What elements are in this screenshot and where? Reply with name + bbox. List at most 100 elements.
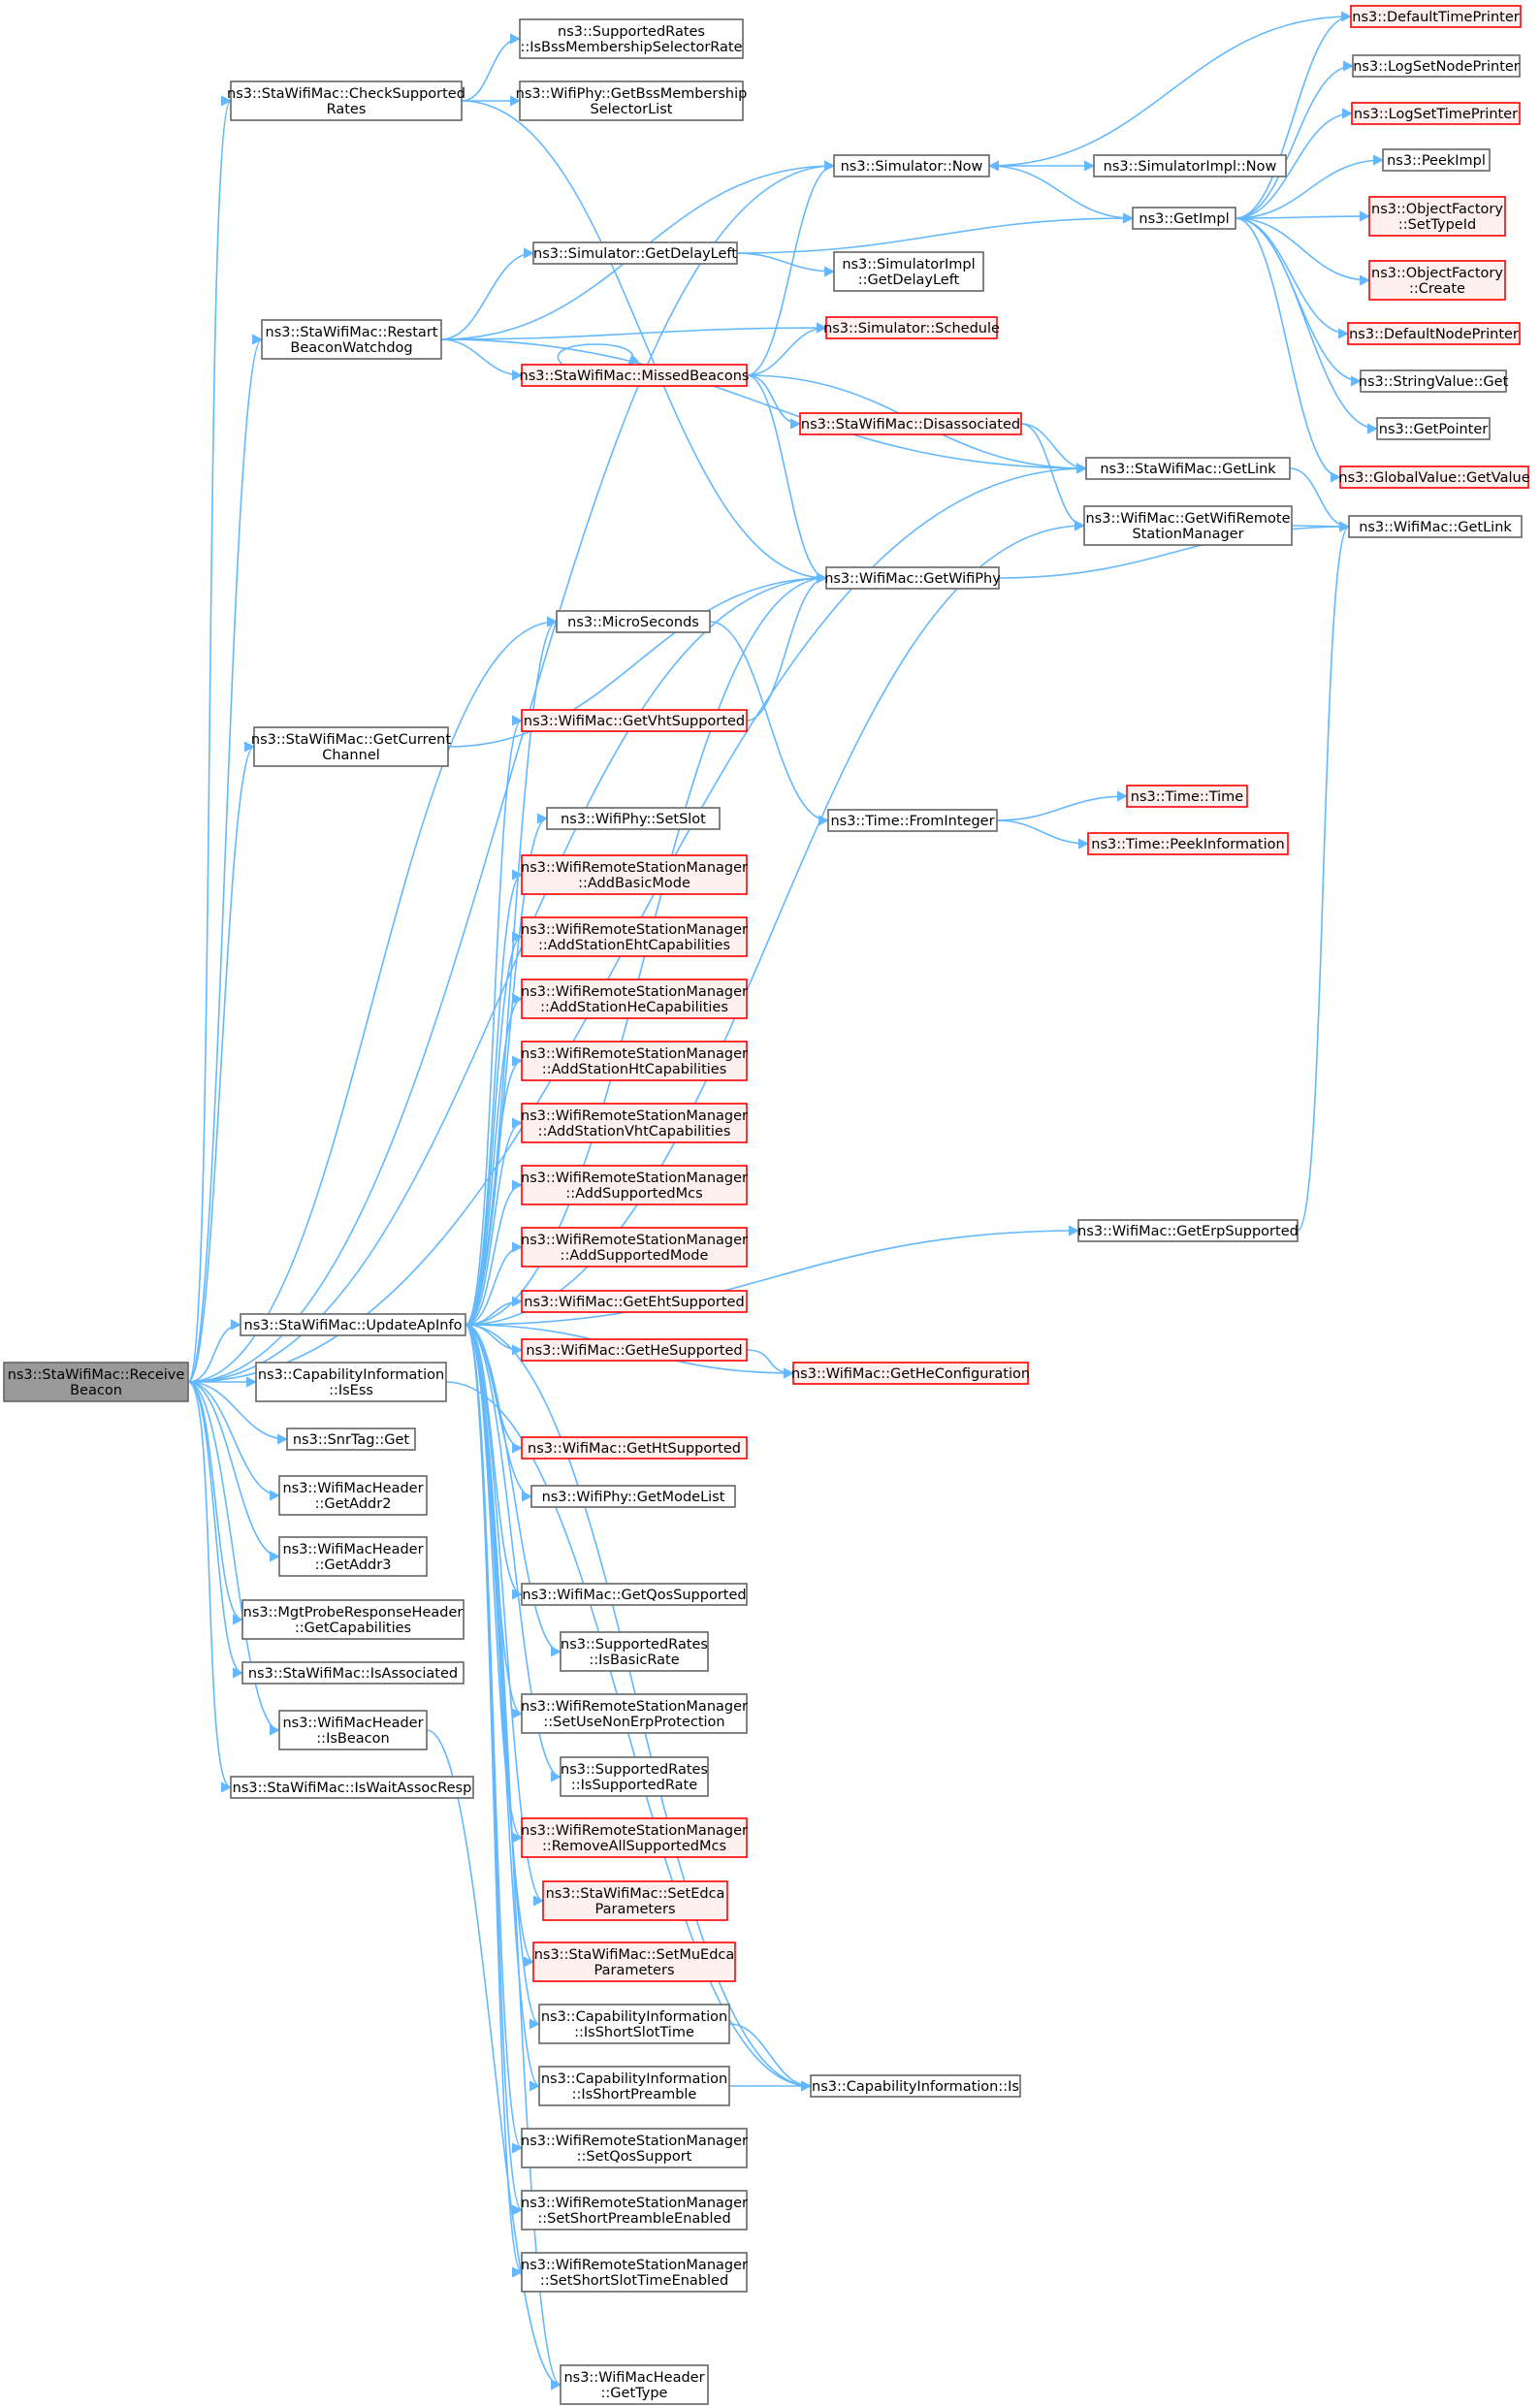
node-add-station-eht[interactable]: ns3::WifiRemoteStationManager::AddStatio… [521,916,748,957]
node-label: ::AddBasicMode [578,876,690,891]
edge-get_impl-to-log_set_node_printer [1235,60,1355,219]
node-set-short-slot-time-enabled[interactable]: ns3::WifiRemoteStationManager::SetShortS… [521,2252,748,2293]
node-get-addr3[interactable]: ns3::WifiMacHeader::GetAddr3 [278,1536,428,1577]
node-get-vht-supported[interactable]: ns3::WifiMac::GetVhtSupported [521,709,748,732]
node-wifi-mac-get-link[interactable]: ns3::WifiMac::GetLink [1348,515,1523,538]
node-label: ns3::MicroSeconds [567,615,699,630]
edge-receive_beacon-to-get_addr3 [187,1381,281,1562]
node-get-wifi-phy[interactable]: ns3::WifiMac::GetWifiPhy [824,566,1001,590]
node-is-short-preamble[interactable]: ns3::CapabilityInformation::IsShortPream… [538,2066,730,2106]
node-is-supported-rate[interactable]: ns3::SupportedRates::IsSupportedRate [560,1756,709,1797]
node-label: Channel [322,748,380,763]
edge-receive_beacon-to-check_supported_rates [187,95,233,1383]
node-micro-seconds[interactable]: ns3::MicroSeconds [556,610,711,633]
node-set-qos-support[interactable]: ns3::WifiRemoteStationManager::SetQosSup… [521,2128,748,2168]
node-add-supported-mode[interactable]: ns3::WifiRemoteStationManager::AddSuppor… [521,1227,748,1268]
node-get-bss-membership-selector-list[interactable]: ns3::WifiPhy::GetBssMembershipSelectorLi… [516,80,748,121]
node-capability-is[interactable]: ns3::CapabilityInformation::Is [810,2074,1021,2098]
node-update-ap-info[interactable]: ns3::StaWifiMac::UpdateApInfo [240,1313,466,1336]
node-time-from-integer[interactable]: ns3::Time::FromInteger [827,809,998,832]
node-set-use-non-erp-protection[interactable]: ns3::WifiRemoteStationManager::SetUseNon… [521,1693,748,1734]
node-add-station-vht[interactable]: ns3::WifiRemoteStationManager::AddStatio… [521,1103,748,1143]
node-missed-beacons[interactable]: ns3::StaWifiMac::MissedBeacons [520,364,750,387]
node-log-set-time-printer[interactable]: ns3::LogSetTimePrinter [1351,102,1521,125]
node-label: ::Create [1409,281,1465,297]
node-label: ns3::WifiRemoteStationManager [521,860,748,876]
node-add-station-he[interactable]: ns3::WifiRemoteStationManager::AddStatio… [521,979,748,1019]
edge-update_ap_info-to-add_supported_mode [465,1241,524,1326]
node-is-basic-rate[interactable]: ns3::SupportedRates::IsBasicRate [560,1631,709,1672]
edge-update_ap_info-to-get_type [465,1324,562,2391]
node-snrtag-get[interactable]: ns3::SnrTag::Get [286,1428,416,1451]
node-string-value-get[interactable]: ns3::StringValue::Get [1359,369,1509,393]
node-add-supported-mcs[interactable]: ns3::WifiRemoteStationManager::AddSuppor… [521,1165,748,1205]
node-label: ns3::WifiRemoteStationManager [521,2258,748,2273]
node-get-eht-supported[interactable]: ns3::WifiMac::GetEhtSupported [521,1290,748,1313]
node-global-value-get-value[interactable]: ns3::GlobalValue::GetValue [1338,465,1530,489]
edge-update_ap_info-to-add_station_he [465,993,524,1326]
node-add-station-ht[interactable]: ns3::WifiRemoteStationManager::AddStatio… [521,1041,748,1081]
node-object-factory-create[interactable]: ns3::ObjectFactory::Create [1368,260,1506,301]
node-time-time[interactable]: ns3::Time::Time [1126,785,1248,808]
edge-get_delay_left-to-get_impl [736,212,1135,254]
node-get-impl[interactable]: ns3::GetImpl [1132,207,1236,230]
edge-update_ap_info-to-add_supported_mcs [465,1179,524,1326]
node-sta-get-link[interactable]: ns3::StaWifiMac::GetLink [1085,457,1291,480]
node-is-associated[interactable]: ns3::StaWifiMac::IsAssociated [241,1661,465,1685]
node-default-time-printer[interactable]: ns3::DefaultTimePrinter [1350,5,1522,28]
node-get-addr2[interactable]: ns3::WifiMacHeader::GetAddr2 [278,1475,428,1516]
node-simulator-now[interactable]: ns3::Simulator::Now [833,154,990,177]
node-label: ns3::SupportedRates [558,24,705,40]
node-label: ::AddStationEhtCapabilities [538,938,730,953]
node-simulator-impl-now[interactable]: ns3::SimulatorImpl::Now [1093,154,1287,177]
node-is-short-slot-time[interactable]: ns3::CapabilityInformation::IsShortSlotT… [538,2004,730,2044]
node-is-wait-assoc-resp[interactable]: ns3::StaWifiMac::IsWaitAssocResp [230,1776,474,1799]
node-disassociated[interactable]: ns3::StaWifiMac::Disassociated [799,412,1022,435]
node-get-qos-supported[interactable]: ns3::WifiMac::GetQosSupported [521,1583,748,1606]
edge-time_from_integer-to-time_time [996,790,1129,821]
node-default-node-printer[interactable]: ns3::DefaultNodePrinter [1347,322,1521,345]
node-get-type[interactable]: ns3::WifiMacHeader::GetType [560,2364,709,2405]
node-label: ns3::WifiMac::GetWifiPhy [824,571,1001,587]
node-object-factory-set-type-id[interactable]: ns3::ObjectFactory::SetTypeId [1368,196,1506,237]
node-simulator-schedule[interactable]: ns3::Simulator::Schedule [823,316,1000,339]
node-get-delay-left[interactable]: ns3::Simulator::GetDelayLeft [532,241,738,265]
node-is-bss-membership-selector-rate[interactable]: ns3::SupportedRates::IsBssMembershipSele… [519,18,744,59]
edge-restart_beacon_watchdog-to-get_delay_left [440,247,535,340]
edge-disassociated-to-sta_get_link [1020,423,1088,474]
node-label: ::SetTypeId [1398,217,1476,233]
node-get-he-supported[interactable]: ns3::WifiMac::GetHeSupported [521,1338,748,1362]
node-label: ns3::WifiMac::GetLink [1359,520,1512,535]
node-label: ns3::GetPointer [1379,422,1489,437]
node-label: ns3::WifiMacHeader [282,1716,423,1731]
node-get-ht-supported[interactable]: ns3::WifiMac::GetHtSupported [521,1436,748,1460]
node-log-set-node-printer[interactable]: ns3::LogSetNodePrinter [1352,54,1521,78]
node-set-short-preamble-enabled[interactable]: ns3::WifiRemoteStationManager::SetShortP… [521,2190,748,2230]
node-label: ns3::Time::Time [1131,789,1244,805]
edge-update_ap_info-to-add_basic_mode [465,869,524,1326]
node-add-basic-mode[interactable]: ns3::WifiRemoteStationManager::AddBasicM… [521,854,748,895]
node-get-he-configuration[interactable]: ns3::WifiMac::GetHeConfiguration [791,1362,1030,1385]
node-get-mode-list[interactable]: ns3::WifiPhy::GetModeList [530,1485,736,1508]
node-mgt-get-capabilities[interactable]: ns3::MgtProbeResponseHeader::GetCapabili… [241,1599,465,1640]
node-set-slot[interactable]: ns3::WifiPhy::SetSlot [546,807,721,830]
node-time-peek-information[interactable]: ns3::Time::PeekInformation [1087,832,1289,855]
node-get-wifi-remote-station-manager[interactable]: ns3::WifiMac::GetWifiRemoteStationManage… [1083,505,1293,546]
node-get-pointer[interactable]: ns3::GetPointer [1376,417,1491,440]
node-get-erp-supported[interactable]: ns3::WifiMac::GetErpSupported [1077,1219,1299,1242]
node-is-beacon[interactable]: ns3::WifiMacHeader::IsBeacon [278,1710,428,1750]
node-label: ns3::DefaultNodePrinter [1349,327,1519,342]
node-capability-is-ess[interactable]: ns3::CapabilityInformation::IsEss [255,1362,447,1402]
node-peek-impl[interactable]: ns3::PeekImpl [1382,148,1491,172]
edge-get_impl-to-default_time_printer [1235,11,1353,219]
node-label: BeaconWatchdog [290,340,412,356]
node-remove-all-supported-mcs[interactable]: ns3::WifiRemoteStationManager::RemoveAll… [521,1817,748,1858]
node-simulator-impl-get-delay-left[interactable]: ns3::SimulatorImpl::GetDelayLeft [833,251,984,292]
edge-update_ap_info-to-get_erp_supported [465,1225,1080,1326]
